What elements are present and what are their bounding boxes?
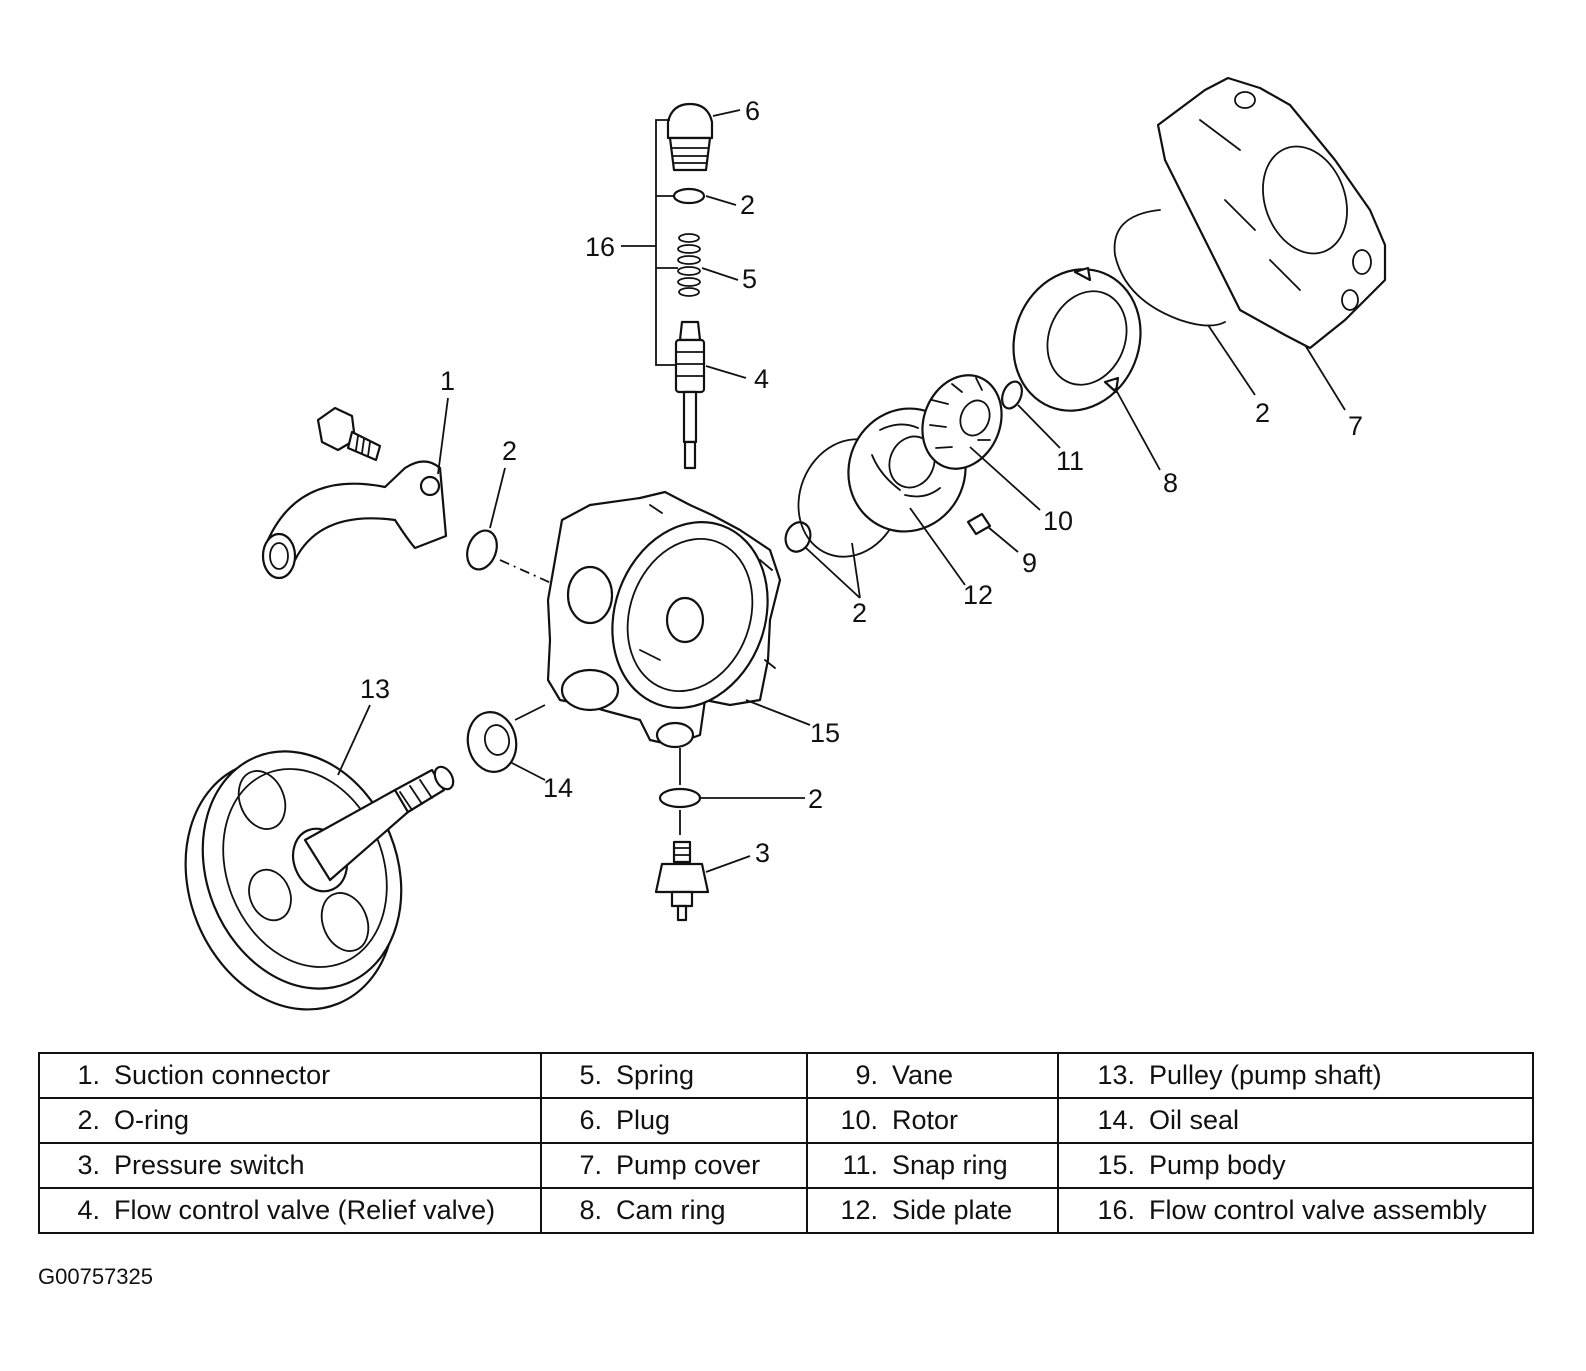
legend-row: 1. Suction connector 5. Spring 9. Vane 13. Pull… [38,1052,1534,1099]
legend-cell: 15. Pump body [1057,1142,1534,1189]
legend-label: Flow control valve assembly [1149,1195,1487,1225]
callout-7: 7 [1348,411,1363,441]
callout-2-left: 2 [502,436,517,466]
legend-label: Spring [616,1060,695,1090]
legend-label: Cam ring [616,1195,726,1225]
callout-1: 1 [440,366,455,396]
legend-number: 10. [840,1105,878,1135]
guide-line-oil-seal [514,704,546,721]
legend-label: Pulley (pump shaft) [1149,1060,1382,1090]
legend-label: Oil seal [1149,1105,1240,1135]
legend-label: Side plate [892,1195,1013,1225]
legend-label: Plug [616,1105,671,1135]
part-pump-body [546,490,782,749]
part-suction-connector [261,406,448,580]
callout-5: 5 [742,264,757,294]
legend-label: Pump cover [616,1150,761,1180]
legend-number: 7. [579,1150,602,1180]
legend-cell: 14. Oil seal [1057,1097,1534,1144]
part-o-ring-plug [672,187,706,205]
legend-cell: 8. Cam ring [540,1187,808,1234]
legend-number: 1. [77,1060,100,1090]
legend-cell: 3. Pressure switch [38,1142,542,1189]
legend-row: 4. Flow control valve (Relief valve) 8. Cam… [38,1187,1534,1234]
part-snap-ring [1001,380,1023,410]
assembly-bracket [655,119,678,366]
part-spring [677,233,701,297]
part-plug [666,102,714,172]
callout-4: 4 [754,364,769,394]
legend-number: 16. [1097,1195,1135,1225]
legend-cell: 2. O-ring [38,1097,542,1144]
legend-cell: 13. Pulley (pump shaft) [1057,1052,1534,1099]
exploded-view-diagram: 1 2 6 2 16 5 4 2 12 10 9 11 8 2 7 15 14 … [184,76,1387,1011]
part-flow-control-valve [674,320,706,470]
legend-label: Flow control valve (Relief valve) [114,1195,496,1225]
legend-label: O-ring [114,1105,190,1135]
pump-shaft [303,765,455,882]
callout-2-side: 2 [852,598,867,628]
legend-cell: 5. Spring [540,1052,808,1099]
part-vane [966,512,992,536]
part-o-ring-bottom [658,787,702,809]
callout-10: 10 [1043,506,1073,536]
legend-cell: 1. Suction connector [38,1052,542,1099]
legend-cell: 16. Flow control valve assembly [1057,1187,1534,1234]
callout-13: 13 [360,674,390,704]
callout-8: 8 [1163,468,1178,498]
leader-lines [337,109,1346,873]
legend-body: 1. Suction connector 5. Spring 9. Vane 13. Pull… [38,1052,1534,1234]
legend-cell: 12. Side plate [806,1187,1059,1234]
legend-cell: 10. Rotor [806,1097,1059,1144]
legend-number: 8. [579,1195,602,1225]
legend-number: 2. [77,1105,100,1135]
part-o-ring-cover [1113,209,1226,327]
suction-bolt [316,406,382,462]
callout-12: 12 [963,580,993,610]
legend-row: 2. O-ring 6. Plug 10. Rotor 14. Oil seal [38,1097,1534,1144]
callout-2-cover: 2 [1255,398,1270,428]
parts-legend-table: 1. Suction connector 5. Spring 9. Vane 13. Pull… [38,1052,1534,1234]
legend-number: 9. [855,1060,878,1090]
legend-cell: 4. Flow control valve (Relief valve) [38,1187,542,1234]
part-pulley [184,750,455,1011]
callout-6: 6 [745,96,760,126]
part-rotor [921,374,1003,470]
callout-2-bottom: 2 [808,784,823,814]
part-o-ring-left [466,529,498,571]
legend-number: 4. [77,1195,100,1225]
legend-label: Suction connector [114,1060,331,1090]
legend-cell: 6. Plug [540,1097,808,1144]
part-o-ring-center [784,521,812,553]
legend-number: 3. [77,1150,100,1180]
part-cam-ring [1012,266,1142,412]
legend-number: 11. [842,1150,878,1180]
legend-cell: 7. Pump cover [540,1142,808,1189]
part-pressure-switch [654,840,710,922]
legend-number: 13. [1097,1060,1135,1090]
legend-number: 14. [1097,1105,1135,1135]
callout-15: 15 [810,718,840,748]
callout-16: 16 [585,232,615,262]
callout-11: 11 [1056,446,1084,476]
legend-label: Pump body [1149,1150,1286,1180]
legend-label: Vane [892,1060,954,1090]
part-oil-seal [466,711,518,773]
part-pump-cover [1156,76,1387,350]
legend-row: 3. Pressure switch 7. Pump cover 11. Snap rin… [38,1142,1534,1189]
legend-number: 6. [579,1105,602,1135]
legend-cell: 9. Vane [806,1052,1059,1099]
legend-label: Snap ring [892,1150,1008,1180]
legend-label: Rotor [892,1105,959,1135]
callout-9: 9 [1022,548,1037,578]
callout-3: 3 [755,838,770,868]
callout-2-plug: 2 [740,190,755,220]
legend-number: 15. [1097,1150,1135,1180]
legend-cell: 11. Snap ring [806,1142,1059,1189]
callout-14: 14 [543,773,573,803]
legend-number: 12. [840,1195,878,1225]
legend-label: Pressure switch [114,1150,305,1180]
figure-id: G00757325 [38,1264,153,1289]
legend-number: 5. [579,1060,602,1090]
